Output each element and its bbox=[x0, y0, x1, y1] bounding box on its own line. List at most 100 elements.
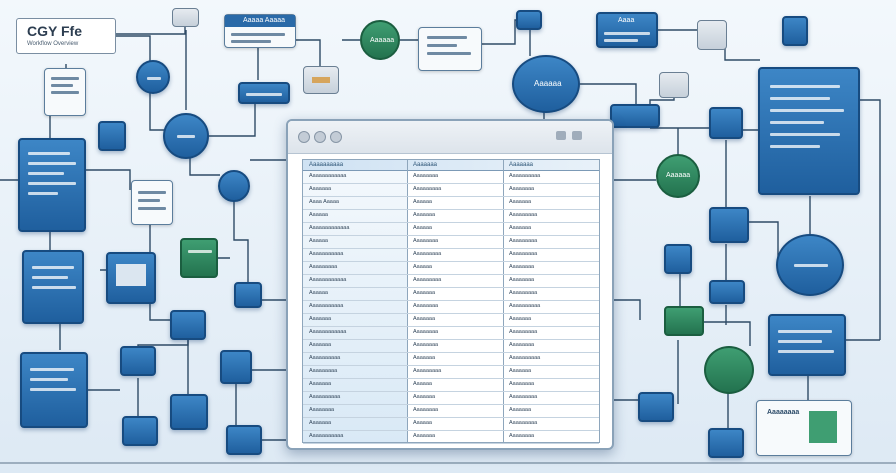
circle-top-node[interactable]: Aaaaaa bbox=[360, 20, 400, 60]
grid-cell[interactable]: Aaaaaaaaaaaa bbox=[309, 329, 347, 335]
grid-cell[interactable]: Aaaaaaaaaa bbox=[309, 394, 341, 400]
grid-cell[interactable]: Aaaaaa bbox=[413, 264, 432, 270]
grid-cell[interactable]: Aaaaaaaa bbox=[309, 407, 335, 413]
small-blue-node-b[interactable] bbox=[782, 16, 808, 46]
info-card-node[interactable] bbox=[418, 27, 482, 71]
grid-cell[interactable]: Aaaaaaa bbox=[509, 199, 532, 205]
small-blue-node-c[interactable] bbox=[98, 121, 126, 151]
grid-cell[interactable]: Aaaaaaaaa bbox=[309, 368, 338, 374]
grid-cell[interactable]: Aaaaaaa bbox=[413, 433, 436, 439]
small-grey-node[interactable] bbox=[172, 8, 199, 27]
grid-cell[interactable]: Aaaaaaaaa bbox=[509, 290, 538, 296]
window-control-icon[interactable] bbox=[572, 131, 582, 140]
grid-cell[interactable]: Aaaaaaa bbox=[413, 290, 436, 296]
small-blue-node-a[interactable] bbox=[516, 10, 542, 30]
blue-strip-node-b[interactable] bbox=[610, 104, 660, 128]
grid-cell[interactable]: Aaaaaaaaaaaaa bbox=[309, 225, 350, 231]
grid-cell[interactable]: Aaaaaa bbox=[309, 290, 328, 296]
blue-strip-node[interactable] bbox=[238, 82, 290, 104]
grid-cell[interactable]: Aaaaaaaa bbox=[413, 329, 439, 335]
right-panel-node[interactable] bbox=[758, 67, 860, 195]
monitor-node[interactable] bbox=[106, 252, 156, 304]
top-banner-node[interactable]: Aaaaa Aaaaa bbox=[224, 14, 296, 48]
small-blue-node-k[interactable] bbox=[709, 107, 743, 139]
grid-cell[interactable]: Aaaaaaaaa bbox=[509, 420, 538, 426]
window-control-icon[interactable] bbox=[556, 131, 566, 140]
grid-cell[interactable]: Aaaaaaaa bbox=[413, 342, 439, 348]
grid-cell[interactable]: Aaaaaaaaaa bbox=[509, 355, 541, 361]
grid-cell[interactable]: Aaaaaaa bbox=[309, 186, 332, 192]
grid-cell[interactable]: Aaaaaaaaa bbox=[509, 394, 538, 400]
grey-node-right[interactable] bbox=[659, 72, 689, 98]
circle-node-a[interactable] bbox=[136, 60, 170, 94]
circle-node-b[interactable] bbox=[163, 113, 209, 159]
grid-cell[interactable]: Aaaaaaaa bbox=[509, 277, 535, 283]
window-dot-icon[interactable] bbox=[314, 131, 326, 143]
grid-cell[interactable]: Aaaaaaaa bbox=[509, 342, 535, 348]
small-blue-node-i[interactable] bbox=[122, 416, 158, 446]
document-node[interactable] bbox=[44, 68, 86, 116]
small-blue-node-n[interactable] bbox=[709, 280, 745, 304]
grid-cell[interactable]: Aaaaaa bbox=[413, 199, 432, 205]
grid-cell[interactable]: Aaaaaaa bbox=[413, 212, 436, 218]
circle-green-node-b[interactable] bbox=[704, 346, 754, 394]
grid-cell[interactable]: Aaaaaaaaa bbox=[413, 186, 442, 192]
grid-cell[interactable]: Aaaaaaaa bbox=[509, 264, 535, 270]
right-top-banner-node[interactable]: Aaaa bbox=[596, 12, 658, 48]
grid-cell[interactable]: Aaaaaa bbox=[309, 212, 328, 218]
grid-cell[interactable]: Aaaaaaa bbox=[413, 316, 436, 322]
grid-cell[interactable]: Aaaaaaaaaaaa bbox=[309, 173, 347, 179]
grid-cell[interactable]: Aaaaaaa bbox=[509, 407, 532, 413]
grid-cell[interactable]: Aaaaaaa bbox=[509, 316, 532, 322]
grid-cell[interactable]: Aaaaaaaa bbox=[413, 173, 439, 179]
grid-cell[interactable]: Aaaaaaa bbox=[509, 225, 532, 231]
grid-cell[interactable]: Aaaaaaaa bbox=[509, 381, 535, 387]
grid-cell[interactable]: Aaaaaa bbox=[413, 225, 432, 231]
small-blue-node-f[interactable] bbox=[120, 346, 156, 376]
grid-cell[interactable]: Aaaaaa bbox=[309, 238, 328, 244]
circle-big-node[interactable]: Aaaaaa bbox=[512, 55, 580, 113]
grid-cell[interactable]: Aaaaaaaaaaa bbox=[309, 303, 344, 309]
grid-cell[interactable]: Aaaaaaaa bbox=[413, 303, 439, 309]
grid-cell[interactable]: Aaaaaaaa bbox=[413, 238, 439, 244]
left-panel-node-b[interactable] bbox=[22, 250, 84, 324]
left-panel-node[interactable] bbox=[18, 138, 86, 232]
grid-cell[interactable]: Aaaaaaaaa bbox=[509, 212, 538, 218]
grid-cell[interactable]: Aaaaaaa bbox=[413, 394, 436, 400]
grid-cell[interactable]: Aaaa Aaaaa bbox=[309, 199, 339, 205]
image-card-node[interactable] bbox=[131, 180, 173, 225]
grid-cell[interactable]: Aaaaaaaa bbox=[509, 433, 535, 439]
small-blue-node-g[interactable] bbox=[220, 350, 252, 384]
grey-card-node[interactable] bbox=[303, 66, 339, 94]
grid-cell[interactable]: Aaaaaaaaa bbox=[413, 277, 442, 283]
grid-cell[interactable]: Aaaaaaaaa bbox=[413, 251, 442, 257]
small-blue-node-j[interactable] bbox=[226, 425, 262, 455]
grid-cell[interactable]: Aaaaaaaaa bbox=[413, 368, 442, 374]
grid-cell[interactable]: Aaaaaaaaa bbox=[309, 264, 338, 270]
grid-cell[interactable]: Aaaaaaa bbox=[309, 342, 332, 348]
grey-square-node[interactable] bbox=[697, 20, 727, 50]
small-blue-node-d[interactable] bbox=[234, 282, 262, 308]
circle-right-node[interactable]: Aaaaaa bbox=[656, 154, 700, 198]
grid-cell[interactable]: Aaaaaa bbox=[413, 420, 432, 426]
grid-cell[interactable]: Aaaaaa bbox=[413, 381, 432, 387]
green-node-right[interactable] bbox=[664, 306, 704, 336]
small-blue-node-l[interactable] bbox=[709, 207, 749, 243]
grid-cell[interactable]: Aaaaaaa bbox=[413, 355, 436, 361]
window-dot-icon[interactable] bbox=[330, 131, 342, 143]
circle-node-c[interactable] bbox=[218, 170, 250, 202]
grid-cell[interactable]: Aaaaaaaaa bbox=[509, 238, 538, 244]
grid-header-cell[interactable]: Aaaaaaa bbox=[413, 162, 438, 168]
grid-cell[interactable]: Aaaaaaaaa bbox=[509, 329, 538, 335]
grid-cell[interactable]: Aaaaaaaaaa bbox=[509, 303, 541, 309]
grid-cell[interactable]: Aaaaaaaaaaa bbox=[309, 433, 344, 439]
grid-cell[interactable]: Aaaaaaaaaaa bbox=[309, 251, 344, 257]
small-blue-node-m[interactable] bbox=[664, 244, 692, 274]
small-blue-node-p[interactable] bbox=[708, 428, 744, 458]
grid-cell[interactable]: Aaaaaaaaaaaa bbox=[309, 277, 347, 283]
grid-cell[interactable]: Aaaaaaa bbox=[309, 381, 332, 387]
grid-header-cell[interactable]: Aaaaaaa bbox=[509, 162, 534, 168]
grid-cell[interactable]: Aaaaaaaaa bbox=[509, 251, 538, 257]
grid-cell[interactable]: Aaaaaaaa bbox=[413, 407, 439, 413]
right-panel-node-b[interactable] bbox=[768, 314, 846, 376]
